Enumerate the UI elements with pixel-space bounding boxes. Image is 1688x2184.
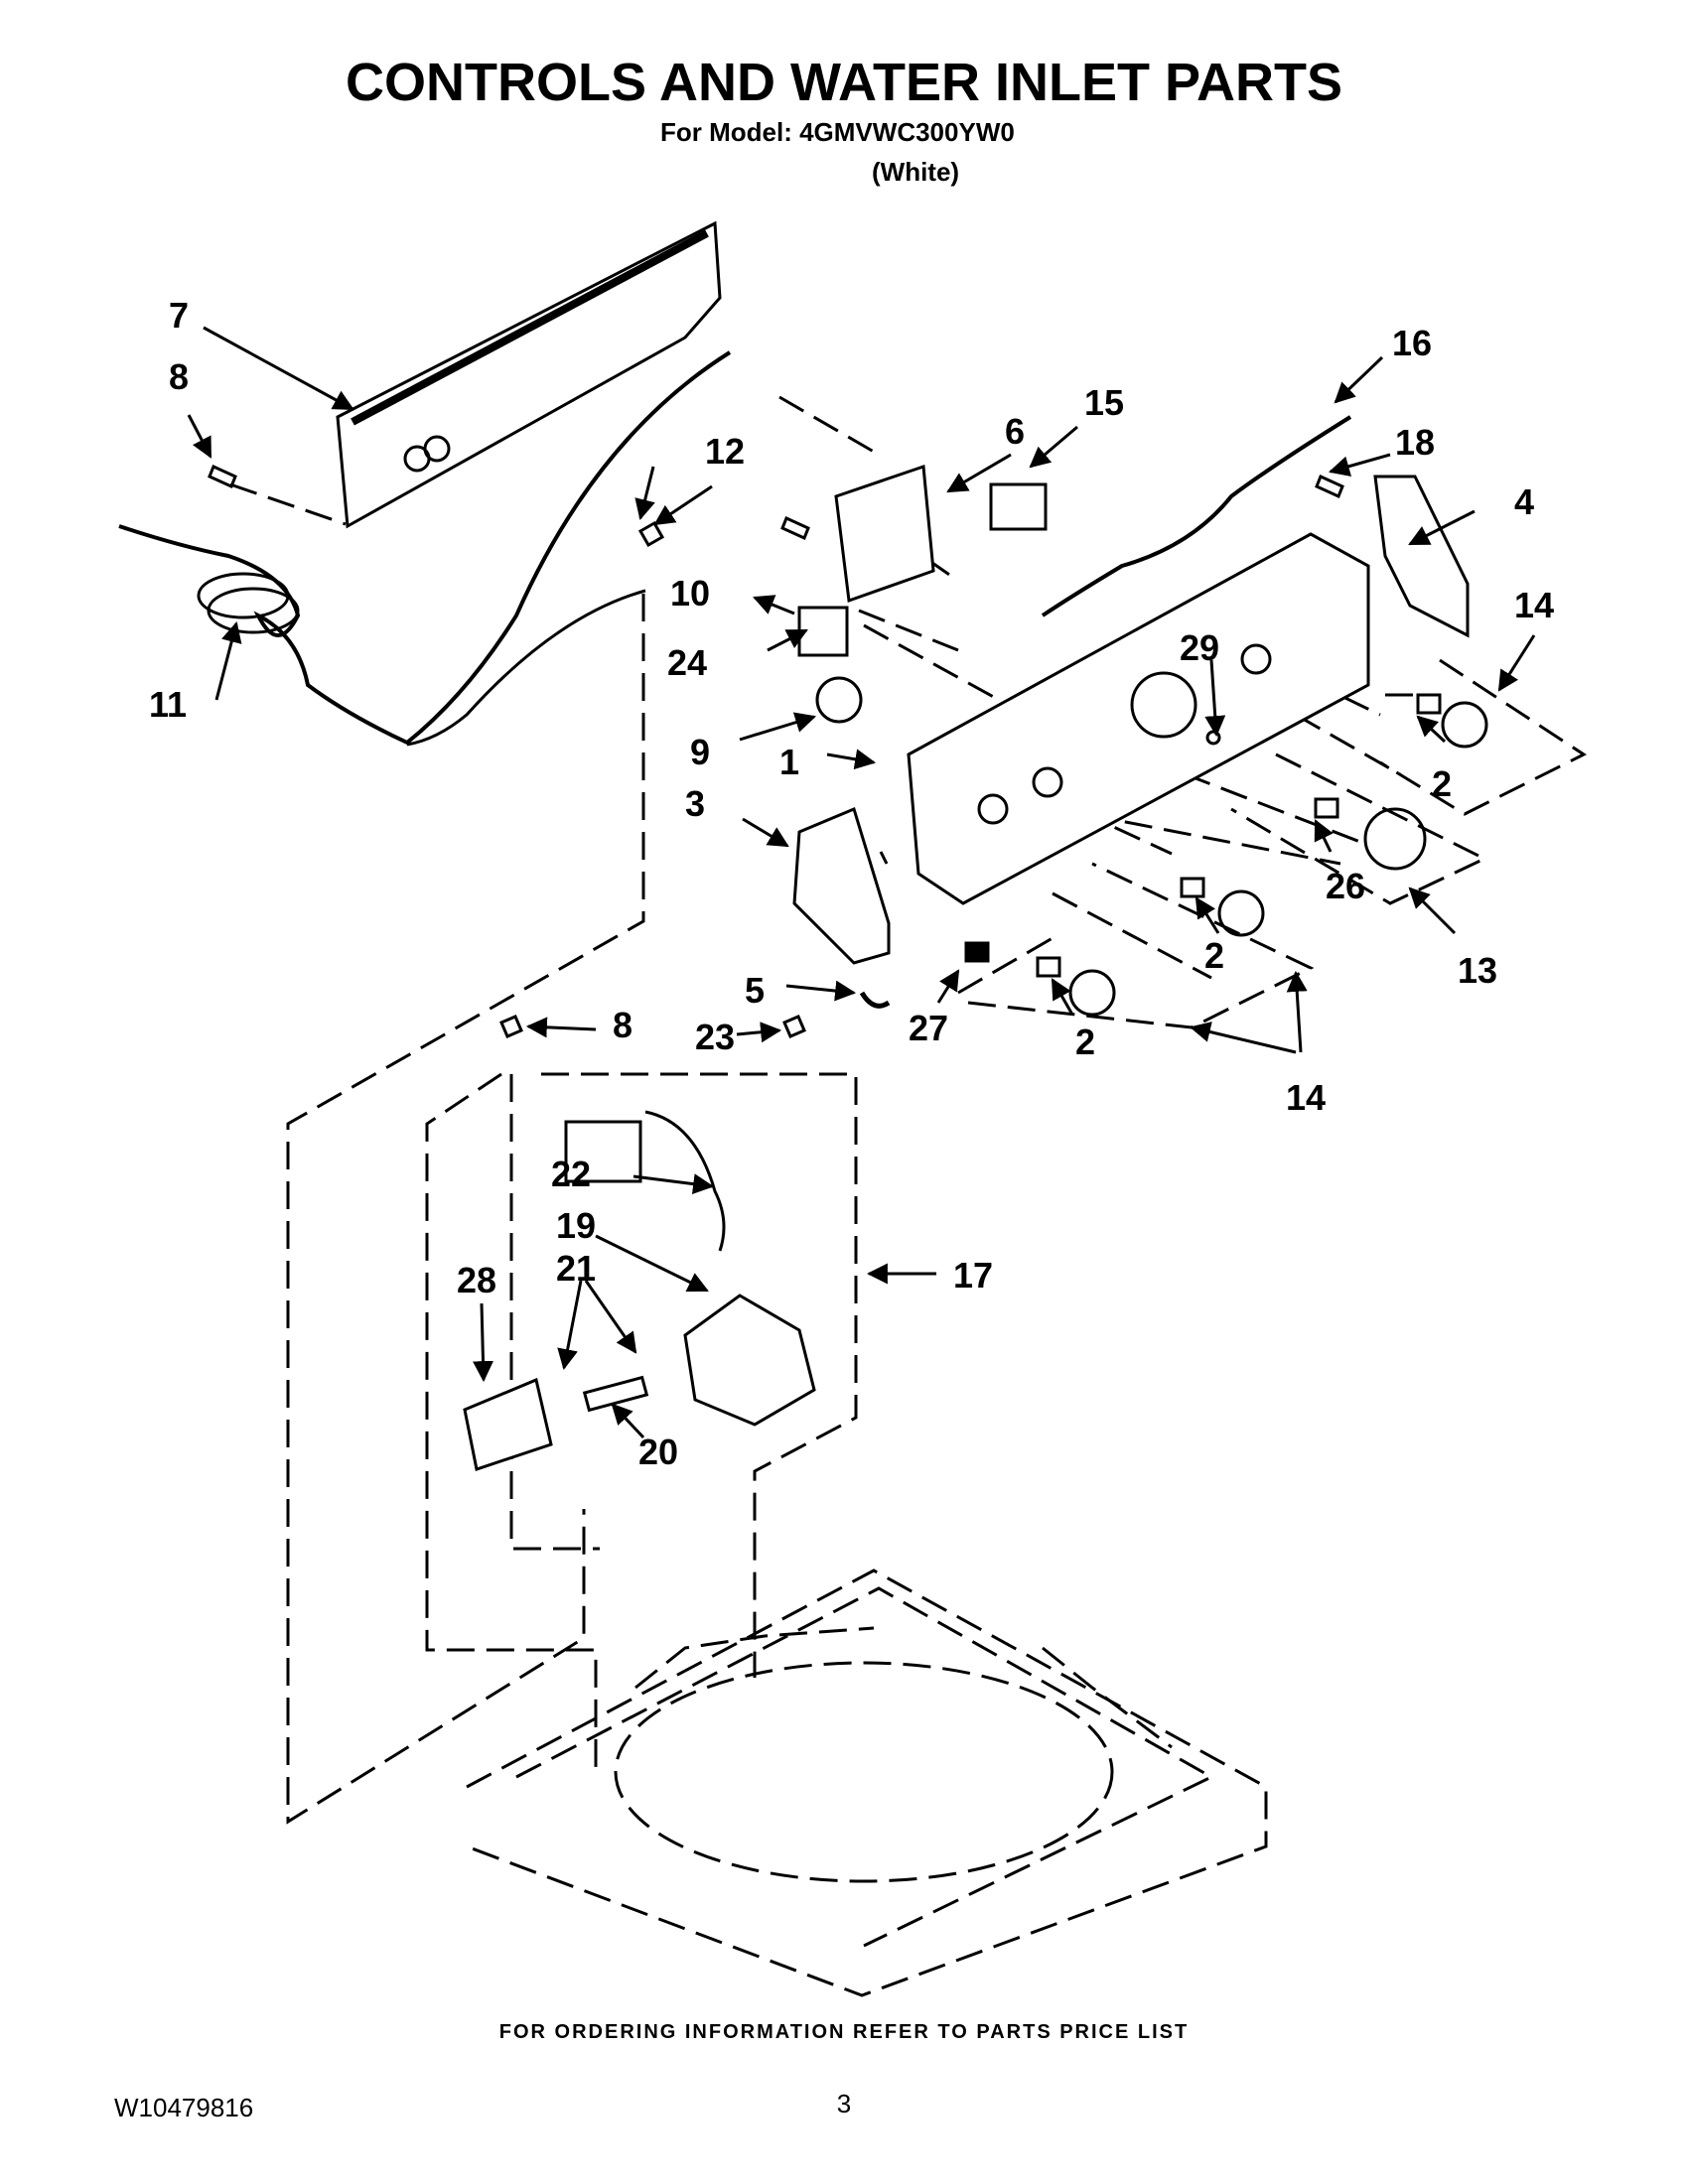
callout-3: 3 <box>685 783 705 824</box>
callout-2-low: 2 <box>1075 1022 1095 1062</box>
callout-19: 19 <box>556 1205 596 1246</box>
callout-28: 28 <box>457 1260 496 1300</box>
callout-11: 11 <box>149 684 187 725</box>
callout-18: 18 <box>1395 422 1435 463</box>
color-line: (White) <box>872 157 960 187</box>
page-number: 3 <box>836 2089 852 2118</box>
callout-14-right: 14 <box>1514 585 1554 625</box>
callout-7: 7 <box>169 295 189 336</box>
callout-17: 17 <box>953 1255 993 1296</box>
callout-2-right: 2 <box>1432 763 1452 804</box>
callout-16: 16 <box>1392 323 1432 363</box>
document-number: W10479816 <box>114 2093 254 2122</box>
page-title: CONTROLS AND WATER INLET PARTS <box>346 53 1342 112</box>
callout-8-lower: 8 <box>613 1005 633 1045</box>
callout-20: 20 <box>638 1432 678 1472</box>
callout-27: 27 <box>909 1008 948 1048</box>
callout-8-top: 8 <box>169 356 189 397</box>
callout-14-bottom: 14 <box>1286 1077 1326 1118</box>
callout-15: 15 <box>1084 382 1124 423</box>
callout-12: 12 <box>705 431 745 472</box>
callout-1: 1 <box>779 742 799 782</box>
callout-2-mid: 2 <box>1204 935 1224 976</box>
callout-10: 10 <box>670 573 710 614</box>
callout-21: 21 <box>556 1248 596 1289</box>
callout-6: 6 <box>1005 411 1025 452</box>
model-line: For Model: 4GMVWC300YW0 <box>660 117 1015 147</box>
callout-26: 26 <box>1326 866 1365 906</box>
callout-24: 24 <box>667 642 707 683</box>
callout-13: 13 <box>1458 950 1497 991</box>
part-outlines <box>118 220 1488 1471</box>
callout-labels: 7 8 12 11 10 6 15 16 18 4 14 24 29 9 1 3… <box>149 295 1554 1472</box>
callout-9: 9 <box>690 732 710 772</box>
assembly-dashed-lines <box>229 395 1588 1997</box>
ordering-note: FOR ORDERING INFORMATION REFER TO PARTS … <box>498 2021 1190 2043</box>
callout-arrows <box>187 326 1536 1439</box>
callout-4: 4 <box>1514 481 1534 522</box>
callout-22: 22 <box>551 1154 591 1194</box>
callout-29: 29 <box>1180 627 1219 668</box>
callout-5: 5 <box>745 970 765 1011</box>
callout-23: 23 <box>695 1017 735 1057</box>
